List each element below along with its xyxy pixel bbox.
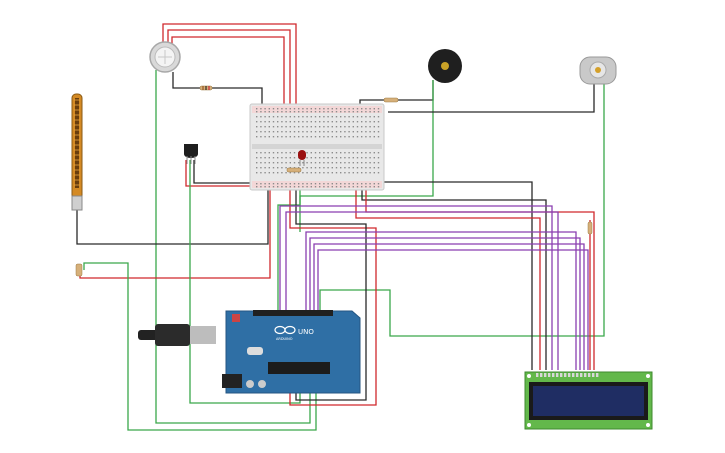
wire-black[interactable]	[295, 186, 367, 401]
resistor[interactable]	[286, 167, 302, 173]
arduino-brand-label: ARDUINO	[276, 337, 293, 341]
temperature-sensor[interactable]	[184, 144, 198, 164]
wire-black[interactable]	[361, 186, 547, 370]
lcd-16x2[interactable]	[524, 371, 653, 430]
wire-red[interactable]	[171, 36, 285, 110]
wire-purple[interactable]	[305, 231, 577, 370]
uno-label: UNO	[298, 328, 314, 336]
wire-purple[interactable]	[317, 249, 589, 370]
gas-sensor[interactable]	[149, 41, 181, 73]
red-led[interactable]	[298, 150, 306, 166]
wire-red[interactable]	[365, 186, 595, 370]
piezo-buzzer[interactable]	[428, 49, 462, 83]
wire-black[interactable]	[351, 181, 533, 370]
wire-purple[interactable]	[309, 237, 581, 370]
flex-sensor[interactable]	[71, 93, 83, 211]
wire-red[interactable]	[162, 23, 297, 110]
wire-purple[interactable]	[279, 205, 553, 370]
wire-black[interactable]	[193, 160, 262, 184]
wire-green[interactable]	[319, 84, 605, 337]
wire-red[interactable]	[289, 186, 377, 406]
resistor[interactable]	[383, 97, 399, 103]
resistor[interactable]	[75, 263, 83, 277]
wire-red[interactable]	[79, 186, 271, 279]
wire-black[interactable]	[172, 72, 263, 110]
wire-black[interactable]	[388, 84, 595, 113]
lcd-pin-header	[536, 373, 599, 377]
breadboard	[249, 103, 385, 191]
wire-purple[interactable]	[285, 211, 559, 370]
arduino-logo	[274, 325, 296, 335]
breadboard-holes	[256, 108, 380, 188]
wire-red[interactable]	[355, 186, 541, 370]
arduino-uno[interactable]: UNO ARDUINO	[138, 310, 361, 394]
wire-green[interactable]	[83, 262, 317, 431]
wire-purple[interactable]	[313, 243, 585, 370]
wire-red[interactable]	[167, 29, 291, 110]
resistor[interactable]	[587, 221, 593, 235]
wire-green[interactable]	[189, 160, 301, 404]
wire-black[interactable]	[76, 186, 269, 245]
wire-red[interactable]	[185, 160, 252, 187]
dc-motor[interactable]	[579, 56, 617, 85]
wire-green[interactable]	[155, 70, 311, 424]
wire-green[interactable]	[277, 172, 301, 310]
resistor[interactable]	[199, 85, 213, 91]
